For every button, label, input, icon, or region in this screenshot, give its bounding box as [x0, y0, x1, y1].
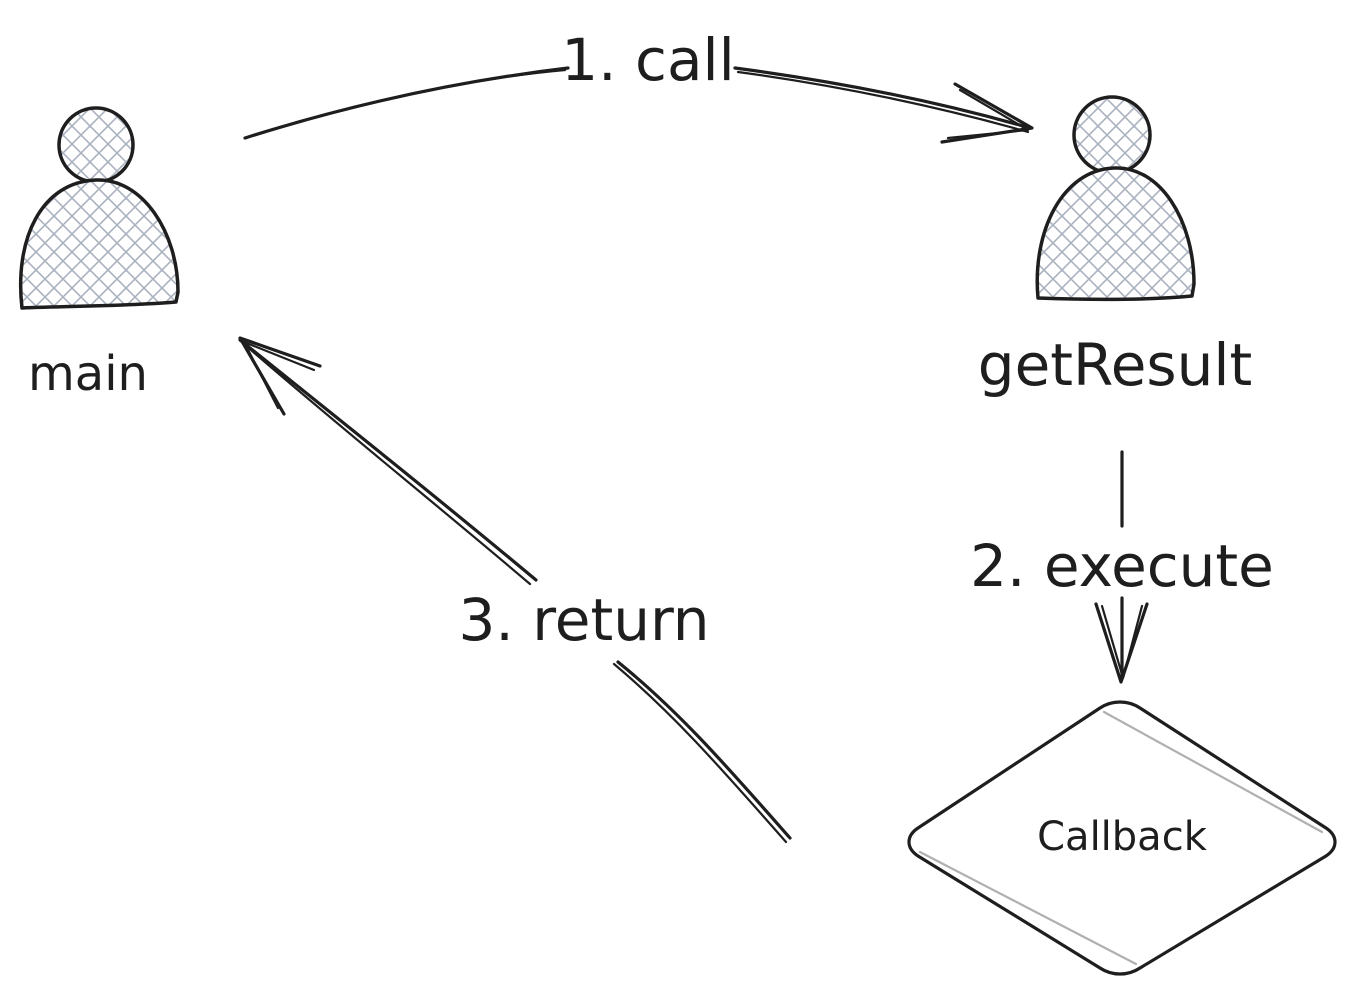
- execute-arrowhead: [1094, 602, 1149, 684]
- getresult-actor: getResult: [978, 95, 1252, 399]
- execute-arrow: 2. execute: [970, 450, 1274, 684]
- main-actor: main: [18, 106, 180, 402]
- getresult-actor-icon: [1035, 95, 1196, 302]
- return-arrowhead: [238, 336, 322, 416]
- call-label: 1. call: [561, 26, 734, 94]
- call-arrowhead: [940, 82, 1034, 144]
- main-label: main: [28, 346, 148, 402]
- execute-label: 2. execute: [970, 532, 1274, 600]
- callback-label: Callback: [1037, 814, 1208, 860]
- return-label: 3. return: [458, 586, 709, 654]
- return-arrow: 3. return: [238, 336, 792, 844]
- callback-diamond: [907, 700, 1337, 976]
- getresult-label: getResult: [978, 331, 1252, 399]
- call-arrow: 1. call: [243, 26, 1034, 144]
- main-actor-icon: [18, 106, 180, 310]
- callback-node: Callback: [907, 700, 1337, 976]
